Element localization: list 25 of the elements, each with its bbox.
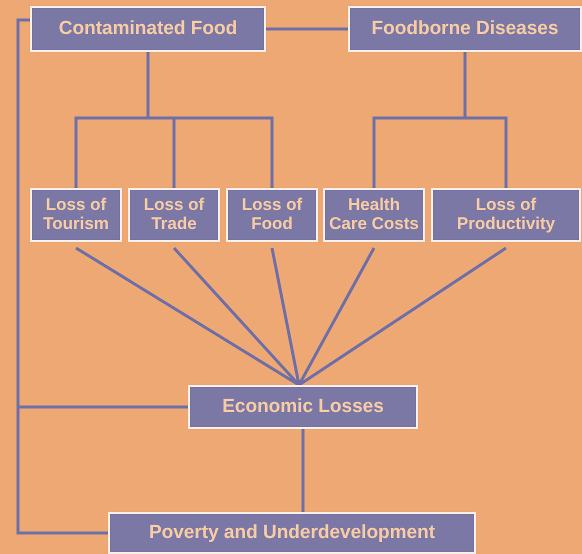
box-label: Health Care Costs — [328, 196, 420, 234]
connector-line — [266, 28, 348, 30]
process-box — [226, 188, 318, 242]
process-box — [188, 385, 418, 429]
process-box — [431, 188, 581, 242]
connector-line — [464, 52, 508, 188]
box-label: Foodborne Diseases — [372, 18, 558, 40]
box-label: Contaminated Food — [58, 18, 238, 40]
connector-line — [298, 246, 507, 386]
box-label: Loss of Trade — [142, 196, 206, 234]
box-label: Economic Losses — [222, 396, 384, 418]
process-box — [30, 188, 122, 242]
box-label: Poverty and Underdevelopment — [148, 522, 436, 544]
process-box — [348, 6, 582, 52]
box-label: Loss of Tourism — [42, 196, 110, 234]
connector-line — [302, 429, 304, 512]
process-box — [108, 512, 476, 554]
process-box — [30, 6, 266, 52]
box-label: Loss of Food — [240, 196, 304, 234]
process-box — [323, 188, 425, 242]
connector-line — [270, 248, 300, 386]
process-box — [128, 188, 220, 242]
connector-line — [146, 52, 274, 188]
box-label: Loss of Productivity — [456, 196, 556, 234]
connector-line — [16, 18, 108, 534]
